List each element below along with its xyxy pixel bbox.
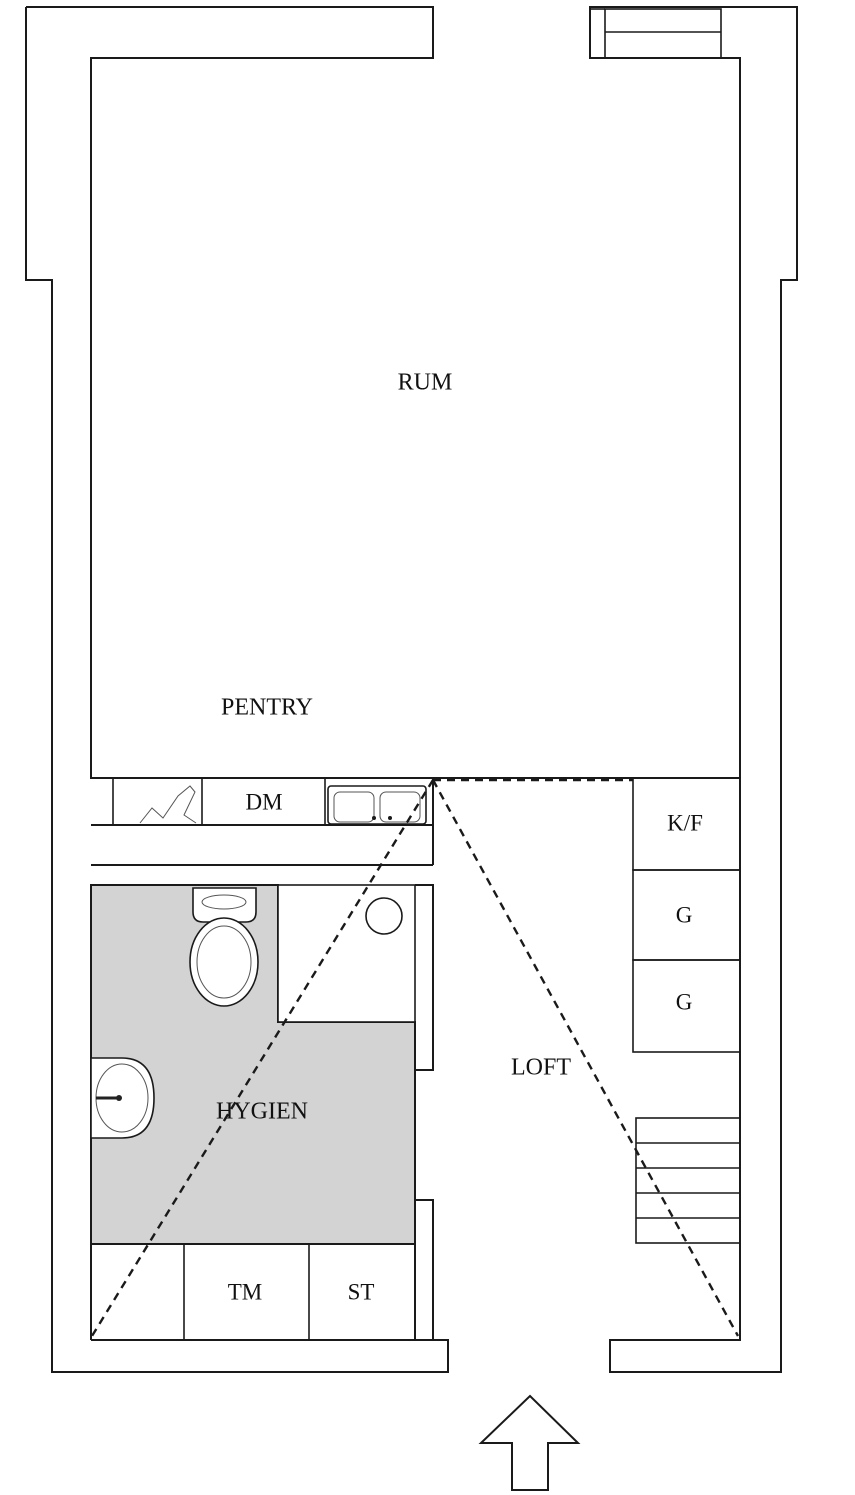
label-g2: G	[676, 989, 693, 1014]
kitchen-sink-icon	[327, 785, 427, 825]
stove-icon	[139, 785, 197, 824]
label-g1: G	[676, 902, 693, 927]
outer-wall-left	[25, 7, 449, 1373]
entrance-arrow-icon	[478, 1394, 581, 1491]
label-kf: K/F	[667, 810, 703, 835]
label-tm: TM	[228, 1279, 263, 1304]
label-dm: DM	[245, 789, 282, 814]
shower-drain-icon	[365, 897, 403, 935]
stairs-icon	[635, 1117, 741, 1244]
kitchen-counter	[91, 778, 434, 866]
closets	[632, 777, 741, 1053]
outer-wall	[26, 6, 798, 1373]
window-icon	[590, 8, 722, 59]
label-st: ST	[348, 1279, 375, 1304]
label-pentry: PENTRY	[221, 695, 313, 721]
storage-row	[90, 1244, 416, 1341]
label-rum: RUM	[398, 370, 453, 396]
label-loft: LOFT	[511, 1055, 571, 1081]
washbasin-icon	[90, 1057, 155, 1139]
bathroom	[90, 884, 434, 1340]
label-hygien: HYGIEN	[216, 1099, 308, 1125]
loft-outline	[90, 778, 740, 1337]
toilet-icon	[189, 887, 259, 1007]
